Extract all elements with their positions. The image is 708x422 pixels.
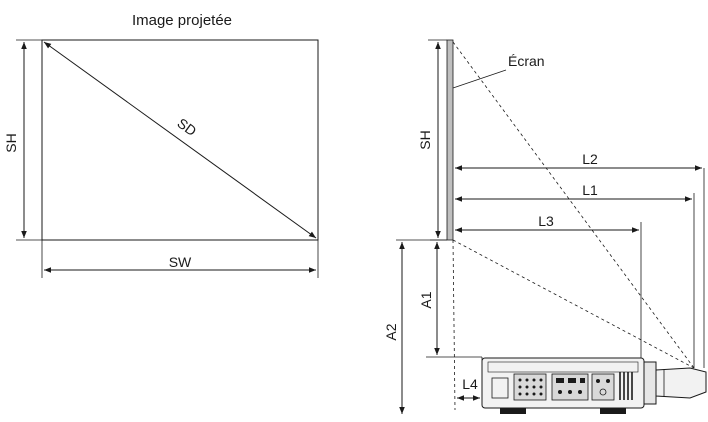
screen-plane-dashed bbox=[452, 239, 456, 411]
a2-label: A2 bbox=[383, 323, 399, 340]
l3-label: L3 bbox=[538, 213, 554, 229]
sd-diagonal-arrow bbox=[43, 41, 317, 239]
projected-image-frame bbox=[41, 39, 319, 241]
projector-illustration bbox=[481, 357, 707, 414]
projected-image-diagram: Image projetée SH SD SW bbox=[3, 12, 319, 278]
projection-ray-bottom bbox=[452, 239, 695, 369]
sw-label: SW bbox=[169, 254, 192, 270]
side-view-diagram: Écran SH L2 L1 L3 A1 A2 L4 bbox=[383, 39, 707, 414]
screen bbox=[446, 39, 454, 241]
l1-label: L1 bbox=[582, 182, 598, 198]
screen-label: Écran bbox=[508, 53, 545, 69]
l4-label: L4 bbox=[462, 376, 478, 392]
a1-label: A1 bbox=[418, 291, 434, 308]
screen-leader-line bbox=[452, 69, 507, 89]
l2-label: L2 bbox=[582, 151, 598, 167]
sd-label: SD bbox=[174, 115, 199, 139]
projected-image-title: Image projetée bbox=[132, 12, 232, 29]
projection-ray-top bbox=[452, 41, 695, 369]
right-sh-label: SH bbox=[417, 130, 433, 149]
sh-label: SH bbox=[3, 133, 19, 152]
